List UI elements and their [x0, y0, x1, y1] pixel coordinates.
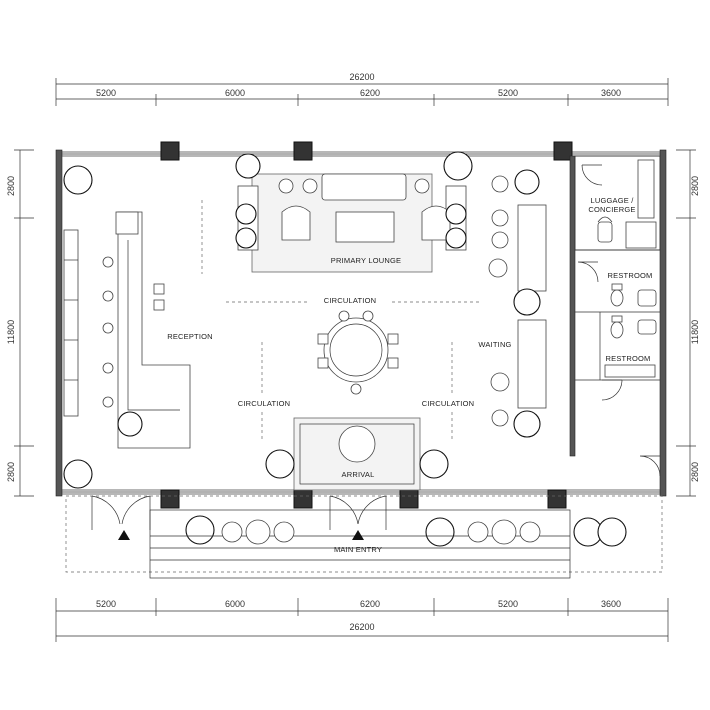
- left-dimension-3: 2800: [6, 462, 16, 482]
- top-dimension-1: 5200: [96, 88, 116, 98]
- central-table-group: [317, 310, 399, 395]
- exterior-walls: [55, 149, 667, 497]
- left-dimension-chain: 2800 11800 2800: [6, 149, 34, 497]
- top-dimension-chain: 26200 5200 6000 6200 5200 3600: [55, 72, 669, 106]
- bottom-dimension-4: 5200: [498, 599, 518, 609]
- right-dimension-2: 11800: [690, 320, 700, 344]
- label-reception: RECEPTION: [167, 332, 213, 341]
- bottom-dimension-1: 5200: [96, 599, 116, 609]
- plant-group: [63, 151, 627, 547]
- bottom-total-dimension: 26200: [349, 622, 374, 632]
- label-restroom-top: RESTROOM: [608, 271, 653, 280]
- label-luggage-line2: CONCIERGE: [588, 205, 635, 214]
- left-dimension-1: 2800: [6, 176, 16, 196]
- right-dimension-chain: 2800 11800 2800: [676, 149, 700, 497]
- top-dimension-2: 6000: [225, 88, 245, 98]
- label-arrival: ARRIVAL: [342, 470, 375, 479]
- waiting-area: [488, 204, 547, 427]
- right-dimension-1: 2800: [690, 176, 700, 196]
- reception-area: [63, 211, 191, 449]
- label-circulation-right: CIRCULATION: [422, 399, 474, 408]
- bottom-dimension-2: 6000: [225, 599, 245, 609]
- right-dimension-3: 2800: [690, 462, 700, 482]
- bottom-dimension-5: 3600: [601, 599, 621, 609]
- left-dimension-2: 11800: [6, 320, 16, 344]
- bottom-dimension-3: 6200: [360, 599, 380, 609]
- top-dimension-4: 5200: [498, 88, 518, 98]
- top-total-dimension: 26200: [349, 72, 374, 82]
- label-primary-lounge: PRIMARY LOUNGE: [331, 256, 401, 265]
- entry-zone: [65, 495, 663, 579]
- label-circulation-left: CIRCULATION: [238, 399, 290, 408]
- label-waiting: WAITING: [478, 340, 511, 349]
- arrival-area: [293, 417, 421, 491]
- bottom-dimension-chain: 5200 6000 6200 5200 3600 26200: [55, 598, 669, 642]
- service-wing: [569, 155, 661, 477]
- top-dimension-5: 3600: [601, 88, 621, 98]
- label-restroom-bottom: RESTROOM: [606, 354, 651, 363]
- top-dimension-3: 6200: [360, 88, 380, 98]
- label-main-entry: MAIN ENTRY: [334, 545, 382, 554]
- label-luggage-line1: LUGGAGE /: [590, 196, 634, 205]
- label-circulation-top: CIRCULATION: [324, 296, 376, 305]
- circulation-arrows: [201, 200, 480, 442]
- structural-columns: [160, 141, 573, 509]
